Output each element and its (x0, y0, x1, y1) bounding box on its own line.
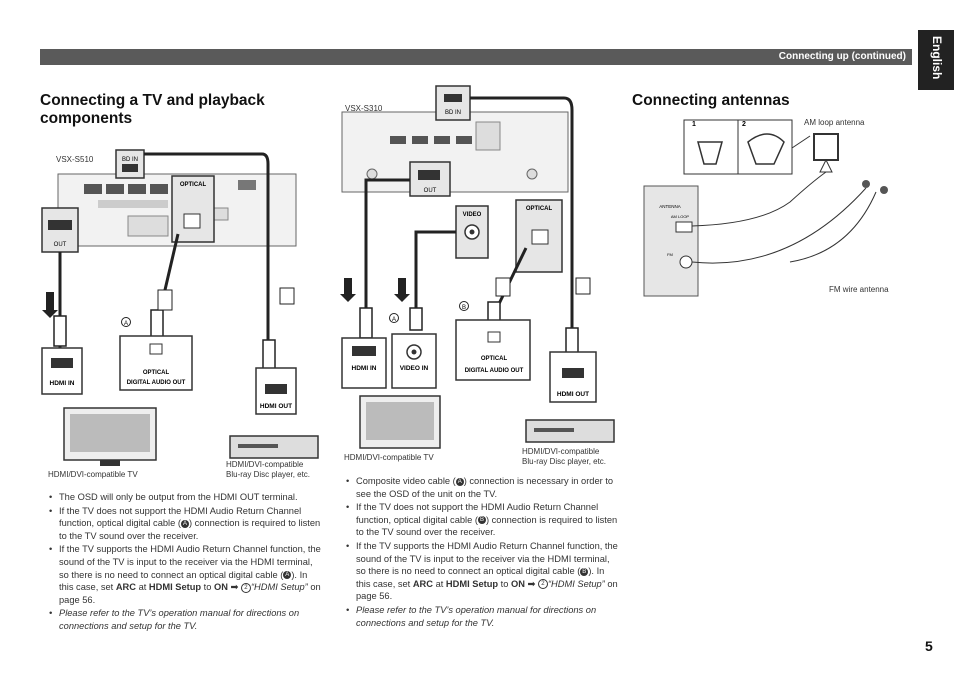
vsx-s310-connection-diagram: BD IN OUT VIDEO OPTICAL A B HDMI IN VIDE… (340, 85, 615, 449)
page-ref-icon: 2 (240, 582, 251, 593)
note-item: The OSD will only be output from the HDM… (48, 491, 324, 504)
optical-jack-box (171, 175, 215, 243)
player-caption: HDMI/DVI-compatible Blu-ray Disc player,… (522, 447, 606, 467)
note-item: Please refer to the TV’s operation manua… (345, 604, 621, 629)
tv-hdmi-in-box (341, 337, 387, 389)
page-ref-icon: 2 (537, 579, 548, 590)
language-tab: English (918, 30, 954, 90)
tv-hdmi-in-label: HDMI IN (352, 365, 377, 372)
badge-a: A (392, 317, 396, 323)
section-header-bar (40, 49, 912, 65)
tv-digital-audio-out-label: DIGITAL AUDIO OUT (465, 368, 524, 374)
step-2-label: 2 (742, 121, 746, 128)
note-item: If the TV does not support the HDMI Audi… (48, 505, 324, 543)
note-item: If the TV supports the HDMI Audio Return… (48, 543, 324, 606)
badge-b: B (462, 305, 466, 311)
badge-a-icon: A (283, 571, 292, 580)
player-caption-line2: Blu-ray Disc player, etc. (522, 457, 607, 466)
tv-optical-label: OPTICAL (481, 356, 508, 362)
page-number: 5 (925, 638, 933, 654)
badge-b-icon: B (580, 567, 589, 576)
note-item: If the TV supports the HDMI Audio Return… (345, 540, 621, 603)
panel-antenna-label: ANTENNA (659, 204, 681, 209)
jack-out-label: OUT (54, 242, 67, 248)
panel-am-loop-label: AM LOOP (671, 214, 690, 219)
tv-hdmi-in-label: HDMI IN (50, 380, 75, 387)
tv-video-in-box (391, 333, 437, 389)
tv-optical-out-box (455, 319, 531, 381)
fm-wire-antenna-label: FM wire antenna (829, 285, 889, 294)
badge-a-icon: A (180, 519, 189, 528)
am-loop-antenna-icon (813, 133, 839, 161)
jack-video-label: VIDEO (463, 212, 482, 218)
panel-fm-label: FM (667, 252, 673, 257)
am-loop-antenna-label: AM loop antenna (804, 118, 865, 127)
model-label-s510: VSX-S510 (56, 155, 94, 164)
note-item: Please refer to the TV’s operation manua… (48, 607, 324, 632)
tv-digital-audio-out-label: DIGITAL AUDIO OUT (127, 380, 186, 386)
jack-optical-label: OPTICAL (526, 206, 553, 212)
step-1-label: 1 (692, 121, 696, 128)
player-caption-line1: HDMI/DVI-compatible (226, 460, 304, 469)
middle-notes-list: Composite video cable (A) connection is … (345, 475, 621, 630)
jack-bd-in-label: BD IN (445, 110, 461, 116)
antenna-connection-diagram: 1 2 ANTENNA AM LOOP FM (643, 119, 888, 297)
bd-in-jack-box (435, 85, 471, 121)
player-caption-line2: Blu-ray Disc player, etc. (226, 470, 311, 479)
player-caption: HDMI/DVI-compatible Blu-ray Disc player,… (226, 460, 310, 480)
receiver-antenna-panel (643, 185, 699, 297)
player-caption-line1: HDMI/DVI-compatible (522, 447, 600, 456)
vsx-s510-connection-diagram: OUT BD IN OPTICAL A HDMI IN OPTICAL DIGI… (41, 149, 319, 466)
note-item: If the TV does not support the HDMI Audi… (345, 501, 621, 539)
player-hdmi-out-label: HDMI OUT (260, 403, 292, 410)
jack-bd-in-label: BD IN (122, 157, 138, 163)
model-label-s310: VSX-S310 (345, 104, 383, 113)
tv-caption: HDMI/DVI-compatible TV (344, 453, 434, 462)
badge-a: A (124, 321, 128, 327)
section-header-title: Connecting up (continued) (778, 51, 906, 62)
note-item: Composite video cable (A) connection is … (345, 475, 621, 500)
language-label: English (930, 36, 944, 80)
tv-section-title: Connecting a TV and playback components (40, 92, 265, 127)
left-notes-list: The OSD will only be output from the HDM… (48, 491, 324, 634)
jack-optical-label: OPTICAL (180, 182, 207, 188)
player-hdmi-out-label: HDMI OUT (557, 391, 589, 398)
antenna-section-title: Connecting antennas (632, 92, 790, 109)
tv-caption: HDMI/DVI-compatible TV (48, 470, 138, 479)
tv-optical-label: OPTICAL (143, 370, 170, 376)
badge-a-icon: A (455, 477, 464, 486)
tv-video-in-label: VIDEO IN (400, 365, 429, 372)
tv-hdmi-in-box (41, 347, 83, 395)
badge-b-icon: B (477, 516, 486, 525)
jack-out-label: OUT (424, 188, 437, 194)
